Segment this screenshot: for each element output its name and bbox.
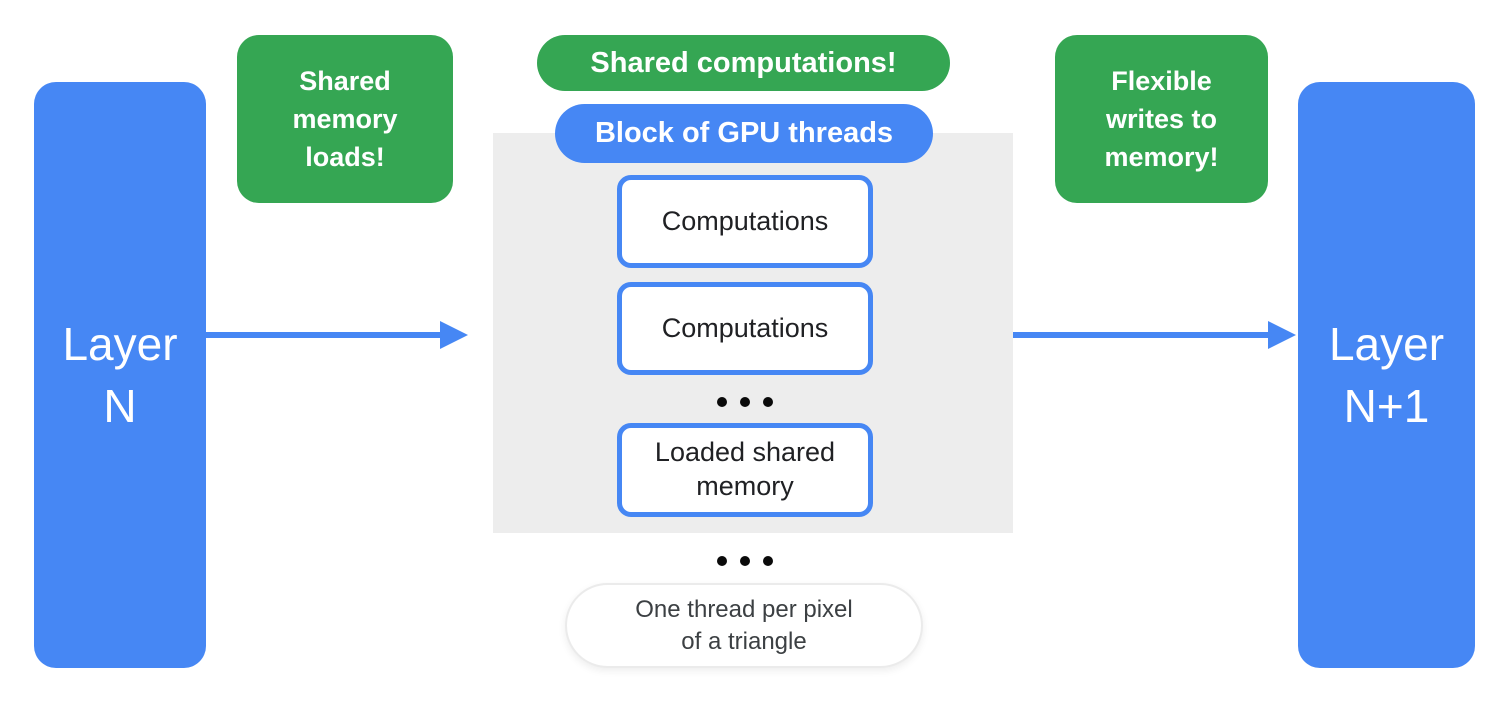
arrow-block-to-layer-n1 — [1013, 332, 1269, 338]
note-line: of a triangle — [681, 627, 807, 655]
shared-computations-pill: Shared computations! — [537, 35, 950, 91]
layer-n-label-line2: N — [103, 380, 137, 432]
ellipsis-dots-inner — [717, 397, 773, 407]
callout-line: Flexible — [1111, 65, 1212, 96]
layer-n-plus-1-label-line2: N+1 — [1343, 380, 1430, 432]
dot-icon — [740, 556, 750, 566]
arrowhead-layer-n-to-block-icon — [440, 321, 468, 349]
callout-line: Shared — [299, 65, 391, 96]
dot-icon — [717, 556, 727, 566]
note-line: One thread per pixel — [635, 595, 853, 623]
dot-icon — [763, 397, 773, 407]
block-of-gpu-threads-label: Block of GPU threads — [594, 117, 894, 149]
layer-n-plus-1-box: Layer N+1 — [1298, 82, 1475, 668]
shared-computations-label: Shared computations! — [590, 46, 897, 79]
callout-line: memory! — [1104, 142, 1219, 173]
arrow-layer-n-to-block — [206, 332, 440, 338]
one-thread-per-pixel-note: One thread per pixel of a triangle — [565, 583, 923, 668]
callout-line: memory — [292, 103, 398, 134]
callout-line: writes to — [1105, 103, 1218, 134]
layer-n-box: Layer N — [34, 82, 206, 668]
arrowhead-block-to-layer-n1-icon — [1268, 321, 1296, 349]
callout-line: loads! — [305, 142, 385, 173]
ellipsis-dots-outer — [717, 556, 773, 566]
loaded-shared-memory-label: Loaded shared memory — [654, 437, 836, 501]
dot-icon — [740, 397, 750, 407]
flexible-writes-callout: Flexible writes to memory! — [1055, 35, 1268, 203]
layer-n-label-line1: Layer — [62, 317, 178, 370]
computations-box-2: Computations — [617, 282, 873, 375]
shared-memory-loads-callout: Shared memory loads! — [237, 35, 453, 203]
computations-label: Computations — [661, 312, 829, 343]
computations-box-1: Computations — [617, 175, 873, 268]
layer-n-plus-1-label-line1: Layer — [1328, 317, 1445, 370]
dot-icon — [763, 556, 773, 566]
dot-icon — [717, 397, 727, 407]
computations-label: Computations — [661, 205, 829, 236]
loaded-shared-memory-box: Loaded shared memory — [617, 423, 873, 517]
block-of-gpu-threads-pill: Block of GPU threads — [555, 104, 933, 163]
